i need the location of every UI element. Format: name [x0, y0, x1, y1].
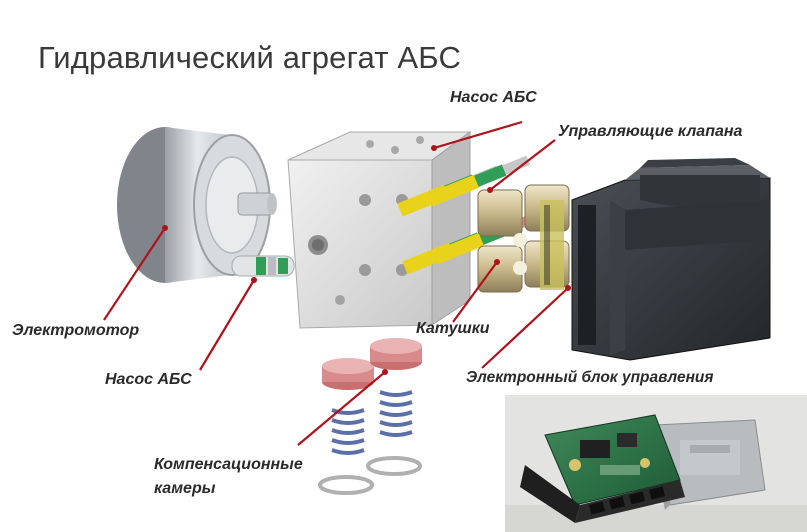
- pointer-pump-bottom: [199, 279, 255, 371]
- control-valves: [397, 155, 536, 275]
- label-chambers-line2: камеры: [154, 480, 216, 497]
- label-pump-bottom: Насос АБС: [105, 371, 192, 388]
- label-chambers-line1: Компенсационные: [154, 456, 303, 473]
- label-control-valves: Управляющие клапана: [558, 123, 743, 140]
- electric-motor: [117, 127, 277, 283]
- pointer-ecu: [481, 287, 569, 369]
- pointer-valves: [489, 139, 556, 191]
- pointer-tips: [162, 145, 571, 375]
- pointer-pump-top: [433, 120, 523, 150]
- solenoid-coils: [477, 184, 570, 293]
- label-electric-motor: Электромотор: [12, 322, 140, 339]
- electronic-control-unit: [571, 158, 771, 361]
- diagram-title: Гидравлический агрегат АБС: [38, 40, 462, 75]
- hydraulic-block: [287, 131, 472, 329]
- pointer-lines: [103, 120, 569, 446]
- ecu-photo-inset: [505, 395, 807, 532]
- pointer-motor: [103, 227, 166, 321]
- ecu-photo-illustration: [505, 395, 807, 532]
- compensation-chambers: [318, 338, 422, 495]
- label-coils: Катушки: [416, 320, 490, 337]
- pump-piston: [231, 255, 295, 277]
- pointer-coils: [452, 261, 498, 323]
- pointer-chambers: [297, 371, 386, 446]
- label-ecu: Электронный блок управления: [466, 369, 714, 386]
- label-pump-top: Насос АБС: [450, 89, 537, 106]
